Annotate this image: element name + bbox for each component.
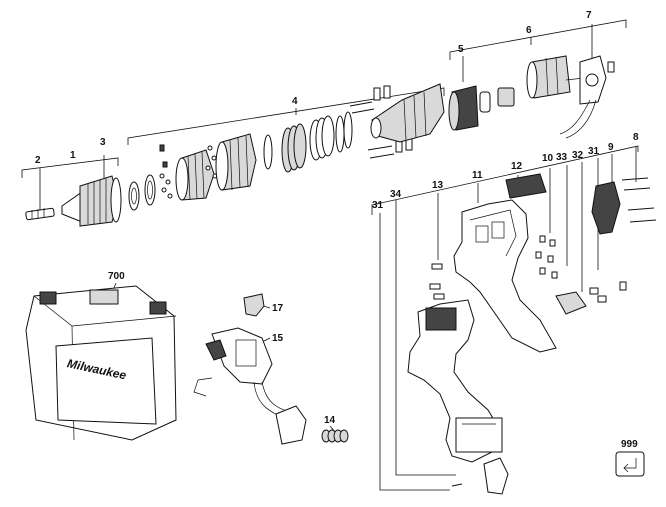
chuck-screw: [25, 207, 55, 221]
gearbox-housing: [370, 83, 445, 143]
part-label-31-left: 31: [372, 200, 384, 211]
part-label-3: 3: [100, 137, 106, 148]
gear-ring-2: [215, 133, 257, 191]
part-label-7: 7: [586, 10, 592, 21]
part-label-14: 14: [324, 415, 336, 426]
part-label-5: 5: [458, 44, 464, 55]
part-label-8: 8: [633, 132, 639, 143]
gearbox-screws: [349, 85, 413, 159]
trigger-switch: [205, 327, 273, 385]
label-plate: [505, 173, 547, 199]
part-labels: 1 2 3 4 5 6 7 8 9 10 11 12 13 14 15 17 3…: [35, 10, 639, 450]
spring: [321, 429, 349, 443]
part-label-11: 11: [472, 170, 483, 181]
housing-screws: [451, 177, 657, 487]
part-label-32: 32: [572, 150, 584, 161]
chuck-assembly: [25, 175, 122, 227]
housing-parts: [407, 173, 657, 495]
carrying-case: Milwaukee: [25, 285, 177, 441]
part-label-12: 12: [511, 161, 523, 172]
chuck: [61, 175, 122, 227]
part-label-15: 15: [272, 333, 284, 344]
motor-can: [448, 85, 479, 131]
part-label-33: 33: [556, 152, 568, 163]
motor-endcap: [579, 55, 615, 105]
item-999-box: [615, 451, 645, 477]
part-label-31-right: 31: [588, 146, 600, 157]
motor-parts: [448, 55, 615, 139]
part-label-6: 6: [526, 25, 532, 36]
belt-clip: [591, 181, 621, 235]
part-label-9: 9: [608, 142, 614, 153]
return-arrow-icon: [623, 458, 637, 473]
part-label-13: 13: [432, 180, 444, 191]
motor-armature: [526, 55, 585, 99]
part-label-999: 999: [621, 439, 638, 450]
part-label-10: 10: [542, 153, 554, 164]
clutch-ring: [309, 115, 335, 161]
gear-ring-1: [175, 149, 215, 201]
part-label-17: 17: [272, 303, 284, 314]
motor-connector: [275, 405, 307, 445]
part-label-2: 2: [35, 155, 41, 166]
housing-half-right: [453, 199, 557, 353]
part-label-700: 700: [108, 271, 125, 282]
part-label-1: 1: [70, 150, 76, 161]
gearbox-parts: [128, 83, 445, 211]
part-label-34: 34: [390, 189, 402, 200]
switch-cover: [243, 293, 265, 317]
electronics: [193, 293, 349, 445]
part-label-4: 4: [292, 96, 298, 107]
battery-latch: [555, 291, 587, 315]
housing-half-left: [407, 299, 503, 463]
clutch-spring: [281, 123, 307, 173]
battery-terminal: [483, 457, 509, 495]
small-inserts: [429, 235, 558, 300]
